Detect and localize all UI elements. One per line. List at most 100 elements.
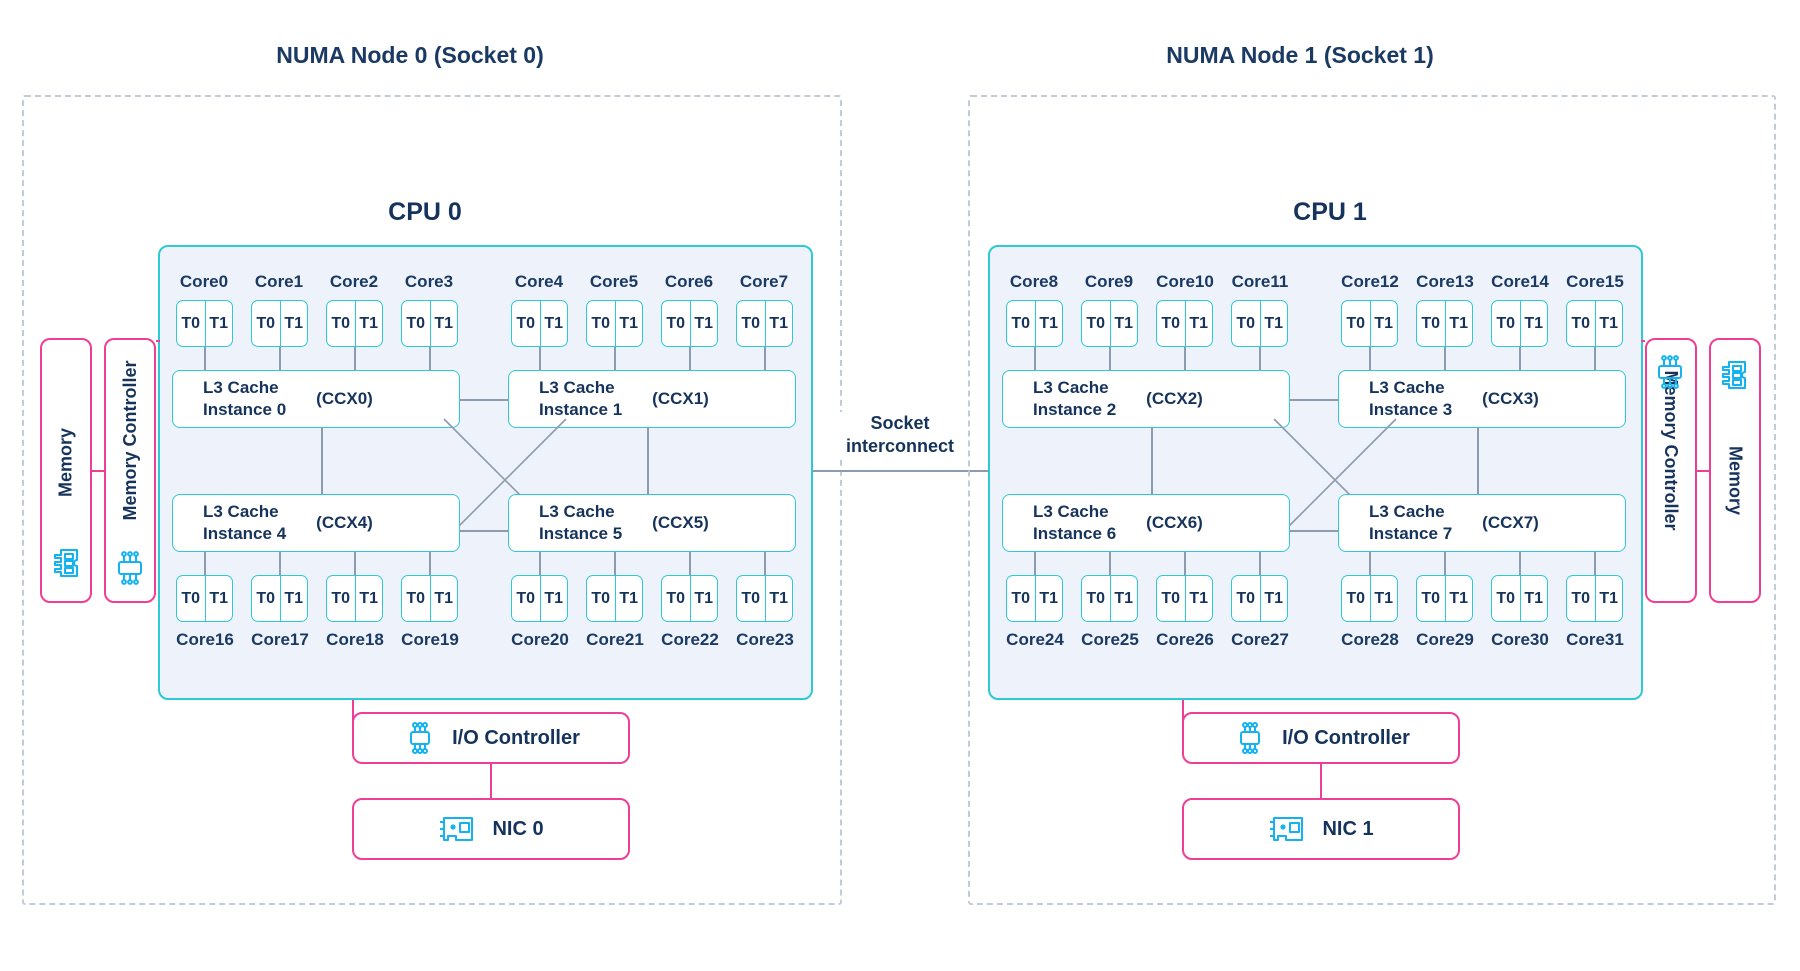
node0-core-label-18: Core18 xyxy=(326,630,384,649)
node1-memory-box[interactable] xyxy=(1709,338,1761,603)
node1-core-box-31[interactable]: T0 T1 xyxy=(1566,575,1623,622)
node0-core-label-5: Core5 xyxy=(589,272,639,291)
node1-core-box-11[interactable]: T0 T1 xyxy=(1231,300,1288,347)
node0-core-box-1[interactable]: T0 T1 xyxy=(251,300,308,347)
node0-core-box-23[interactable]: T0 T1 xyxy=(736,575,793,622)
node0-core-label-16: Core16 xyxy=(176,630,234,649)
node0-core-box-5[interactable]: T0 T1 xyxy=(586,300,643,347)
ram-stick-icon xyxy=(50,540,82,586)
node1-core-box-14[interactable]: T0 T1 xyxy=(1491,300,1548,347)
thread-t0: T0 xyxy=(1496,589,1516,607)
thread-t1: T1 xyxy=(204,301,233,346)
thread-t1: T1 xyxy=(429,576,458,621)
node1-nic-box[interactable]: NIC 1 xyxy=(1182,798,1460,860)
l3-ccx-label: (CCX1) xyxy=(652,389,709,408)
node1-memory-label: Memory xyxy=(1725,445,1746,516)
node0-core-label-22: Core22 xyxy=(661,630,719,649)
node1-core-label-10: Core10 xyxy=(1156,272,1214,291)
node1-core-label-24: Core24 xyxy=(1006,630,1064,649)
node0-core-box-2[interactable]: T0 T1 xyxy=(326,300,383,347)
node0-l3-ccx1[interactable]: L3 Cache Instance 1 (CCX1) xyxy=(508,370,796,428)
wire xyxy=(279,552,281,575)
thread-t1: T1 xyxy=(1034,301,1063,346)
node1-l3-ccx2[interactable]: L3 Cache Instance 2 (CCX2) xyxy=(1002,370,1290,428)
node0-core-box-20[interactable]: T0 T1 xyxy=(511,575,568,622)
node1-core-box-15[interactable]: T0 T1 xyxy=(1566,300,1623,347)
thread-t1: T1 xyxy=(1444,301,1473,346)
node1-core-box-12[interactable]: T0 T1 xyxy=(1341,300,1398,347)
node1-io-controller-box[interactable]: I/O Controller xyxy=(1182,712,1460,764)
node0-core-box-16[interactable]: T0 T1 xyxy=(176,575,233,622)
node0-l3-ccx0[interactable]: L3 Cache Instance 0 (CCX0) xyxy=(172,370,460,428)
node1-core-box-26[interactable]: T0 T1 xyxy=(1156,575,1213,622)
wire xyxy=(539,552,541,575)
l3-name: L3 Cache Instance 3 xyxy=(1369,378,1453,419)
node1-core-box-28[interactable]: T0 T1 xyxy=(1341,575,1398,622)
wire xyxy=(1290,530,1338,532)
thread-t0: T0 xyxy=(1496,314,1516,332)
node0-core-box-22[interactable]: T0 T1 xyxy=(661,575,718,622)
thread-t0: T0 xyxy=(1161,314,1181,332)
node1-title: NUMA Node 1 (Socket 1) xyxy=(1166,42,1434,68)
node0-core-box-6[interactable]: T0 T1 xyxy=(661,300,718,347)
node1-core-box-30[interactable]: T0 T1 xyxy=(1491,575,1548,622)
node0-core-box-7[interactable]: T0 T1 xyxy=(736,300,793,347)
l3-name: L3 Cache Instance 1 xyxy=(539,378,623,419)
node0-core-label-3: Core3 xyxy=(404,272,454,291)
chip-pins-icon xyxy=(1232,720,1268,756)
wire xyxy=(354,552,356,575)
node1-cpu-title: CPU 1 xyxy=(1293,198,1367,226)
node0-mc-cpu-link xyxy=(156,340,160,342)
node0-nic-box[interactable]: NIC 0 xyxy=(352,798,630,860)
node1-core-box-24[interactable]: T0 T1 xyxy=(1006,575,1063,622)
node0-core-box-3[interactable]: T0 T1 xyxy=(401,300,458,347)
node1-l3-ccx6[interactable]: L3 Cache Instance 6 (CCX6) xyxy=(1002,494,1290,552)
node1-l3-ccx7[interactable]: L3 Cache Instance 7 (CCX7) xyxy=(1338,494,1626,552)
thread-t1: T1 xyxy=(1369,301,1398,346)
node1-core-box-10[interactable]: T0 T1 xyxy=(1156,300,1213,347)
chip-icon xyxy=(1653,352,1687,392)
node0-core-label-20: Core20 xyxy=(511,630,569,649)
thread-t1: T1 xyxy=(1519,301,1548,346)
node1-core-box-29[interactable]: T0 T1 xyxy=(1416,575,1473,622)
wire xyxy=(279,347,281,370)
node0-core-box-0[interactable]: T0 T1 xyxy=(176,300,233,347)
thread-t1: T1 xyxy=(1369,576,1398,621)
node1-core-box-8[interactable]: T0 T1 xyxy=(1006,300,1063,347)
node1-core-box-13[interactable]: T0 T1 xyxy=(1416,300,1473,347)
node1-core-label-26: Core26 xyxy=(1156,630,1214,649)
node1-core-label-9: Core9 xyxy=(1084,272,1134,291)
node1-l3-ccx3[interactable]: L3 Cache Instance 3 (CCX3) xyxy=(1338,370,1626,428)
ram-stick-icon xyxy=(1718,352,1750,398)
node0-l3-ccx4[interactable]: L3 Cache Instance 4 (CCX4) xyxy=(172,494,460,552)
node0-core-box-19[interactable]: T0 T1 xyxy=(401,575,458,622)
thread-t0: T0 xyxy=(1236,589,1256,607)
l3-ccx-label: (CCX3) xyxy=(1482,389,1539,408)
wire xyxy=(614,552,616,575)
node0-memory-link xyxy=(92,470,104,472)
wire xyxy=(1594,552,1596,575)
wire xyxy=(1034,347,1036,370)
wire xyxy=(321,428,323,530)
node0-io-controller-box[interactable]: I/O Controller xyxy=(352,712,630,764)
l3-ccx-label: (CCX5) xyxy=(652,513,709,532)
node0-core-box-17[interactable]: T0 T1 xyxy=(251,575,308,622)
thread-t1: T1 xyxy=(1259,576,1288,621)
node1-core-box-25[interactable]: T0 T1 xyxy=(1081,575,1138,622)
node0-core-label-6: Core6 xyxy=(664,272,714,291)
thread-t0: T0 xyxy=(1346,589,1366,607)
node0-core-label-4: Core4 xyxy=(514,272,564,291)
node0-core-box-21[interactable]: T0 T1 xyxy=(586,575,643,622)
node1-boundary xyxy=(968,95,1776,905)
thread-t0: T0 xyxy=(666,314,686,332)
node0-l3-ccx5[interactable]: L3 Cache Instance 5 (CCX5) xyxy=(508,494,796,552)
node0-core-box-18[interactable]: T0 T1 xyxy=(326,575,383,622)
node0-core-box-4[interactable]: T0 T1 xyxy=(511,300,568,347)
l3-ccx-label: (CCX2) xyxy=(1146,389,1203,408)
node1-core-box-9[interactable]: T0 T1 xyxy=(1081,300,1138,347)
thread-t0: T0 xyxy=(516,589,536,607)
node1-core-label-27: Core27 xyxy=(1231,630,1289,649)
node1-core-box-27[interactable]: T0 T1 xyxy=(1231,575,1288,622)
node0-cpu-title: CPU 0 xyxy=(388,198,462,226)
l3-ccx-label: (CCX0) xyxy=(316,389,373,408)
